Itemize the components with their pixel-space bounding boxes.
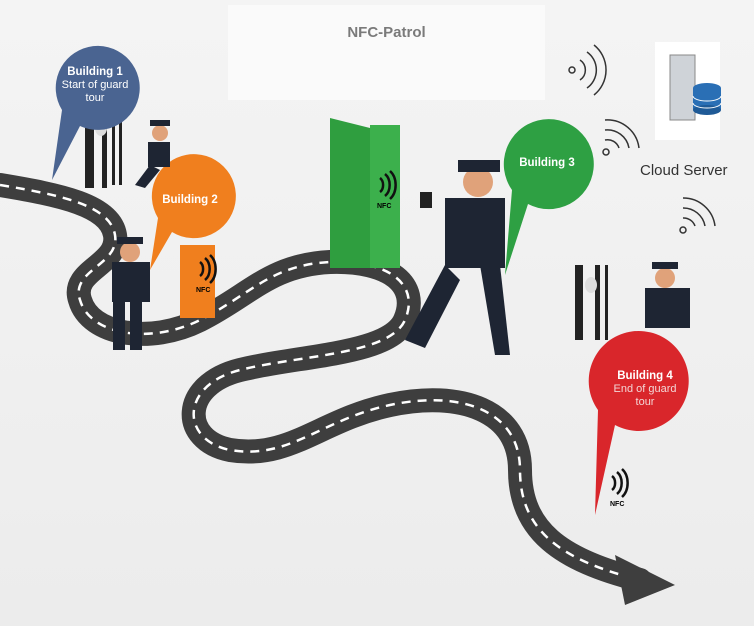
nfc-icon <box>199 170 629 498</box>
building-name: Building 2 <box>162 194 218 206</box>
cloud-server-label: Cloud Server <box>640 162 728 179</box>
road <box>0 173 675 605</box>
pin-label-building-4: Building 4 End of guard tour <box>605 370 685 409</box>
building-subtitle: End of guard tour <box>613 383 677 408</box>
pin-building-2 <box>150 154 236 270</box>
pin-building-1 <box>52 45 140 180</box>
door-building-3 <box>330 118 370 268</box>
building-name: Building 3 <box>519 157 575 169</box>
road-arrow-icon <box>615 555 675 605</box>
nfc-label: NFC <box>610 501 625 508</box>
pin-building-4 <box>588 330 689 515</box>
guard-figures <box>112 120 690 355</box>
pin-label-building-3: Building 3 <box>505 157 589 170</box>
building-subtitle: Start of guard tour <box>61 79 129 104</box>
wifi-signal-icon <box>568 44 716 234</box>
door-building-2 <box>180 245 215 318</box>
pin-building-3 <box>503 119 594 275</box>
gate-building-4 <box>575 265 608 340</box>
diagram-title: NFC-Patrol <box>347 24 426 41</box>
pin-label-building-1: Building 1 Start of guard tour <box>57 66 133 105</box>
nfc-label: NFC <box>377 203 392 210</box>
building-name: Building 1 <box>67 66 123 78</box>
nfc-label: NFC <box>196 287 211 294</box>
title-panel <box>228 5 545 100</box>
building-name: Building 4 <box>617 370 673 382</box>
pin-label-building-2: Building 2 <box>150 194 230 207</box>
cloud-server-icon <box>655 42 722 140</box>
